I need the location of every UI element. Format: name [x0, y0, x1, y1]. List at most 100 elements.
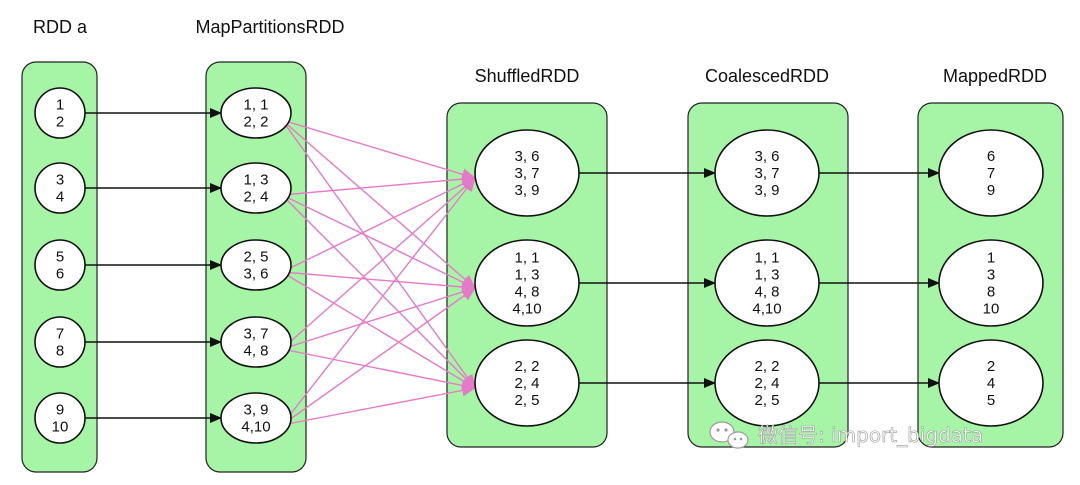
partition-record: 6 [56, 266, 64, 283]
partition-record: 2, 4 [243, 189, 268, 206]
partition-record: 3, 9 [243, 402, 268, 419]
rdd-a-node-2: 34 [34, 162, 86, 214]
partition-ellipse [220, 392, 292, 444]
partition-record: 5 [56, 249, 64, 266]
partition-record: 1, 1 [514, 250, 539, 267]
partition-record: 1, 1 [243, 97, 268, 114]
partition-record: 3, 7 [514, 165, 539, 182]
shuffled-node-2: 1, 11, 34, 84,10 [474, 239, 580, 327]
partition-record: 1 [56, 97, 64, 114]
partition-record: 2, 4 [514, 375, 539, 392]
partition-record: 5 [987, 392, 995, 409]
watermark-text: 微信号: import_bigdata [758, 423, 983, 447]
map-partitions-node-2: 1, 32, 4 [220, 162, 292, 214]
partition-record: 2, 4 [754, 375, 779, 392]
partition-ellipse [938, 129, 1044, 217]
partition-ellipse [34, 87, 86, 139]
wechat-watermark: 微信号: import_bigdata [709, 421, 983, 449]
partition-ellipse [34, 316, 86, 368]
rdd-a-node-1: 12 [34, 87, 86, 139]
partition-record: 4 [56, 189, 64, 206]
partition-record: 1, 3 [243, 172, 268, 189]
partition-ellipse [34, 162, 86, 214]
rdd-a-node-5: 910 [34, 392, 86, 444]
partition-record: 2, 2 [514, 358, 539, 375]
partition-record: 3, 6 [754, 148, 779, 165]
partition-record: 2 [987, 358, 995, 375]
partition-record: 1, 3 [754, 267, 779, 284]
coalesced-title: CoalescedRDD [705, 66, 829, 86]
map-partitions-title: MapPartitionsRDD [195, 17, 344, 37]
partition-record: 1 [987, 250, 995, 267]
shuffled-title: ShuffledRDD [475, 66, 580, 86]
partition-record: 2, 2 [243, 114, 268, 131]
partition-ellipse [938, 239, 1044, 327]
partition-ellipse [938, 339, 1044, 427]
shuffled-node-1: 3, 63, 73, 9 [474, 129, 580, 217]
partition-ellipse [220, 162, 292, 214]
shuffle-edge-2-1 [281, 173, 476, 196]
shuffle-edge-4-1 [281, 177, 476, 350]
partition-record: 7 [56, 326, 64, 343]
shuffle-edge-5-2 [281, 287, 476, 426]
rdd-a-node-3: 56 [34, 239, 86, 291]
shuffle-edge-5-1 [281, 177, 476, 426]
partition-record: 3, 6 [243, 266, 268, 283]
partition-record: 10 [52, 419, 69, 436]
mapped-node-1: 679 [938, 129, 1044, 217]
partition-record: 4,10 [752, 301, 781, 318]
coalesced-node-2: 1, 11, 34, 84,10 [714, 239, 820, 327]
partition-ellipse [714, 129, 820, 217]
partition-ellipse [220, 239, 292, 291]
shuffle-edge-4-3 [281, 348, 476, 392]
partition-record: 1, 3 [514, 267, 539, 284]
partition-record: 3, 6 [514, 148, 539, 165]
partition-record: 2, 5 [243, 249, 268, 266]
partition-ellipse [474, 129, 580, 217]
map-partitions-node-1: 1, 12, 2 [220, 87, 292, 139]
rdd-a-node-4: 78 [34, 316, 86, 368]
partition-ellipse [714, 239, 820, 327]
mapped-node-3: 245 [938, 339, 1044, 427]
shuffle-edge-2-3 [281, 194, 476, 389]
rdd-a-title: RDD a [33, 17, 88, 37]
map-partitions-node-4: 3, 74, 8 [220, 316, 292, 368]
partition-ellipse [474, 339, 580, 427]
shuffle-edge-2-2 [281, 194, 476, 289]
partition-record: 9 [56, 402, 64, 419]
partition-record: 2 [56, 114, 64, 131]
shuffle-edge-5-3 [281, 384, 476, 426]
partition-record: 2, 5 [754, 392, 779, 409]
shuffle-edge-3-2 [281, 271, 476, 293]
partition-record: 3, 7 [243, 326, 268, 343]
mapped-title: MappedRDD [943, 66, 1047, 86]
partition-record: 3, 9 [514, 182, 539, 199]
partition-record: 3, 9 [754, 182, 779, 199]
partition-record: 7 [987, 165, 995, 182]
shuffled-node-3: 2, 22, 42, 5 [474, 339, 580, 427]
partition-record: 4,10 [241, 419, 270, 436]
partition-record: 6 [987, 148, 995, 165]
partition-record: 4 [987, 375, 995, 392]
partition-ellipse [474, 239, 580, 327]
coalesced-node-1: 3, 63, 73, 9 [714, 129, 820, 217]
shuffle-edge-3-1 [281, 177, 476, 273]
shuffle-edge-4-2 [281, 286, 476, 350]
map-partitions-node-5: 3, 94,10 [220, 392, 292, 444]
partition-record: 3, 7 [754, 165, 779, 182]
shuffle-edge-1-1 [281, 119, 476, 181]
edges-layer [85, 108, 940, 426]
partition-record: 2, 2 [754, 358, 779, 375]
partition-record: 1, 1 [754, 250, 779, 267]
shuffle-edge-1-2 [281, 119, 476, 289]
wechat-icon [709, 421, 749, 449]
partition-record: 9 [987, 182, 995, 199]
partition-record: 10 [983, 301, 1000, 318]
partition-record: 8 [56, 343, 64, 360]
partition-ellipse [34, 392, 86, 444]
partition-ellipse [714, 339, 820, 427]
partition-record: 4,10 [512, 301, 541, 318]
